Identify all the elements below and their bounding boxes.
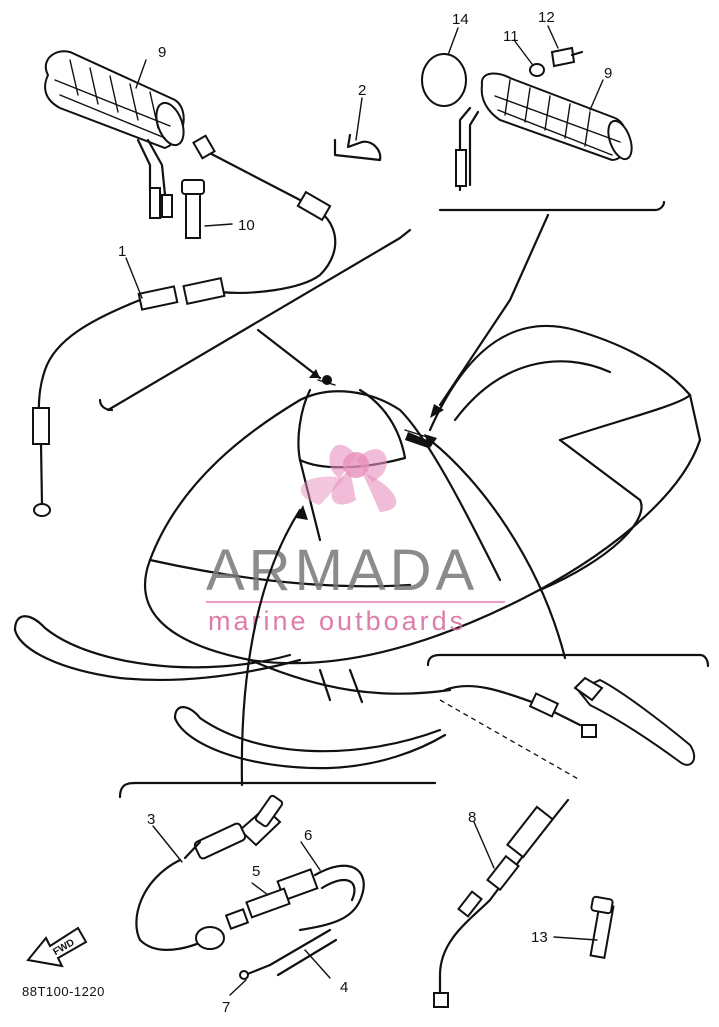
callout-7: 7 (222, 999, 230, 1016)
clip-part (333, 133, 382, 162)
callout-9-right: 9 (604, 65, 612, 82)
callout-1: 1 (118, 243, 126, 260)
diagram-code: 88T100-1220 (22, 984, 105, 999)
throttle-cable (32, 134, 337, 517)
callout-8: 8 (468, 809, 476, 826)
callout-11: 11 (503, 28, 519, 45)
callout-6: 6 (304, 827, 312, 844)
grip-end-cap (421, 53, 467, 107)
callout-12: 12 (538, 9, 555, 26)
tie-strap-left (181, 179, 205, 239)
callout-3: 3 (147, 811, 155, 828)
lower-left-group (118, 781, 437, 980)
callout-10: 10 (238, 217, 255, 234)
left-grip-group (32, 50, 412, 517)
watermark-tagline: marine outboards (208, 606, 466, 636)
callout-2: 2 (358, 82, 366, 99)
watermark-brand: ARMADA (206, 538, 478, 603)
right-grip (455, 72, 633, 192)
right-grip-group (421, 46, 666, 212)
forward-arrow-icon: FWD (26, 926, 88, 968)
bolt (550, 46, 576, 68)
lower-right-group (426, 653, 710, 1008)
callout-14: 14 (452, 11, 469, 28)
leader-lines (125, 25, 604, 996)
left-grip (44, 50, 185, 219)
assembly-arrows (240, 213, 567, 787)
callout-13: 13 (531, 929, 548, 946)
callout-4: 4 (340, 979, 348, 996)
snowmobile-body (13, 324, 702, 770)
callout-5: 5 (252, 863, 260, 880)
callout-9-left: 9 (158, 44, 166, 61)
watermark-logo (300, 444, 397, 512)
washer (529, 63, 545, 77)
